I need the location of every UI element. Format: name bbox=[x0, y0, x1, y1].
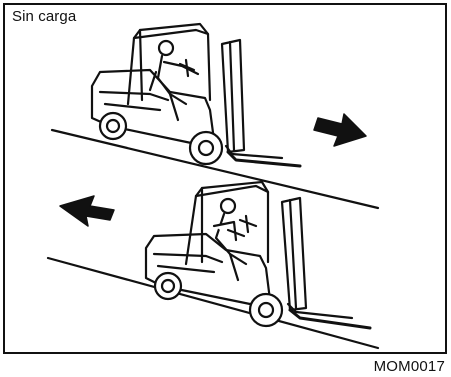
arrow-right-icon bbox=[314, 114, 366, 146]
upper-forklift bbox=[92, 24, 300, 166]
figure-reference-code: MOM0017 bbox=[374, 358, 445, 376]
arrow-left-icon bbox=[60, 196, 114, 226]
lower-forklift bbox=[146, 182, 370, 328]
load-condition-label: Sin carga bbox=[12, 8, 76, 26]
